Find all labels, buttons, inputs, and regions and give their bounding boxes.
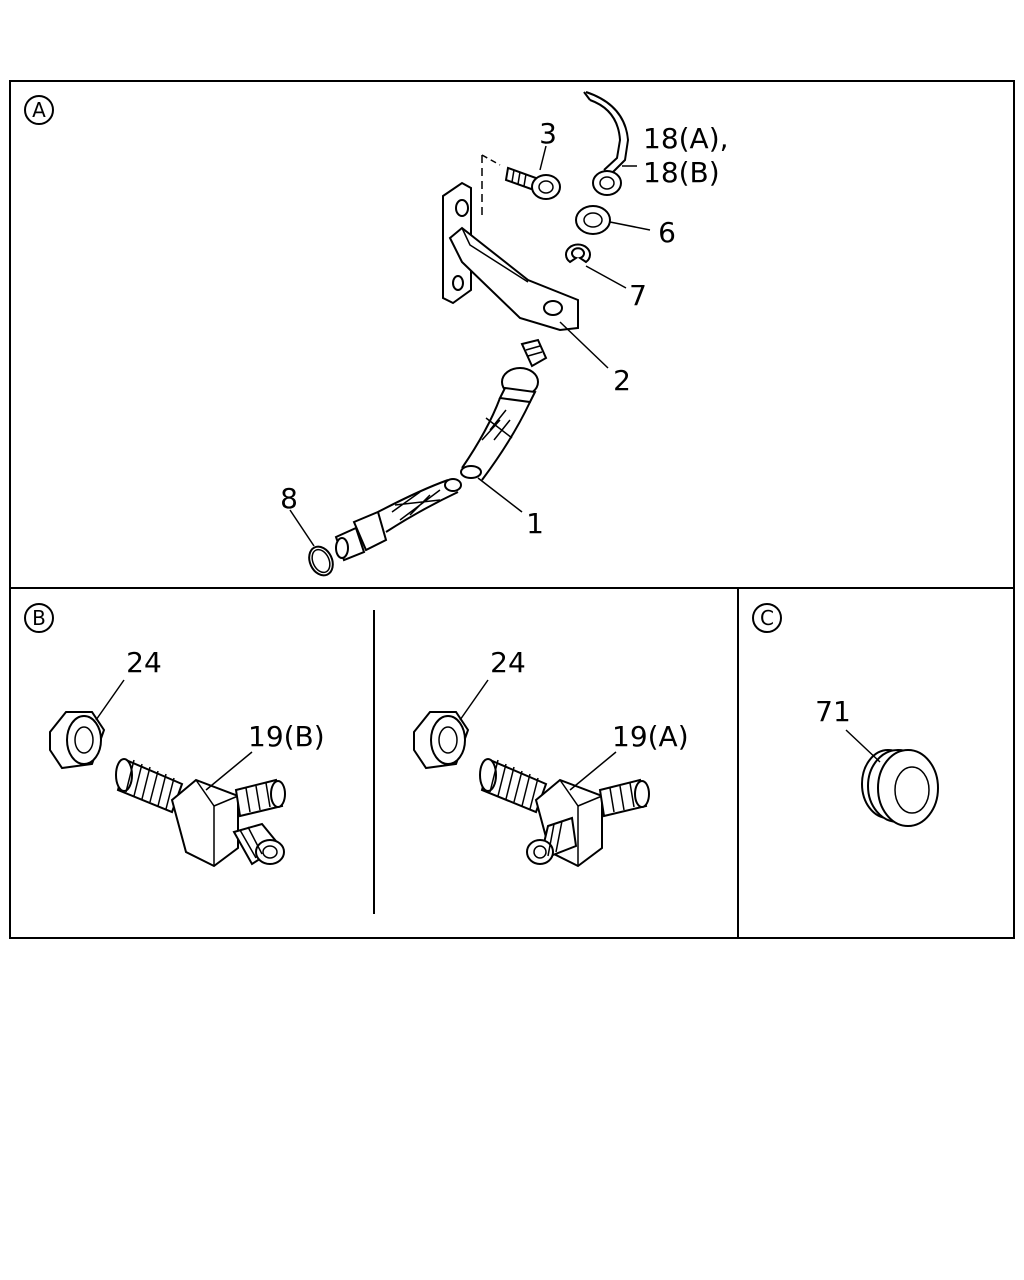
grommet-part-71 <box>861 749 939 827</box>
o-ring-part-8 <box>308 545 334 577</box>
callout-nut-6: 6 <box>658 216 676 249</box>
callout-tee-19a: 19(A) <box>612 720 689 753</box>
callout-bolt: 3 <box>539 117 557 150</box>
frame-section-a <box>9 80 1015 589</box>
svg-text:C: C <box>760 606 774 630</box>
bolt-part <box>481 154 561 218</box>
section-marker-b: B <box>24 603 54 633</box>
clip-part-7 <box>565 243 591 264</box>
hose-part-1 <box>334 338 548 562</box>
callout-o-ring: 8 <box>280 482 298 515</box>
callout-grommet-71: 71 <box>815 695 851 728</box>
leaders-section-c <box>845 729 881 763</box>
section-marker-a: A <box>24 95 54 125</box>
nut-part-24-left <box>49 711 106 770</box>
callout-hose: 1 <box>526 507 544 540</box>
svg-text:A: A <box>32 98 46 122</box>
svg-text:B: B <box>32 606 46 630</box>
callout-nut-24-left: 24 <box>126 646 162 679</box>
nut-part-6 <box>575 205 611 235</box>
callout-pipe-18b: 18(B) <box>643 156 720 189</box>
frame-section-c <box>737 587 1015 939</box>
leaders-section-a <box>289 145 651 547</box>
leaders-section-b-left <box>95 679 253 791</box>
callout-bracket: 2 <box>613 364 631 397</box>
callout-clip-7: 7 <box>629 279 647 312</box>
callout-nut-24-right: 24 <box>490 646 526 679</box>
bracket-part <box>442 181 579 332</box>
nut-part-24-right <box>413 711 470 770</box>
pipe-part-18 <box>583 91 630 196</box>
leaders-section-b-right <box>459 679 617 791</box>
callout-pipe-18a: 18(A), <box>643 122 729 155</box>
tee-fitting-19a <box>479 758 650 868</box>
tee-fitting-19b <box>115 758 286 868</box>
section-marker-c: C <box>752 603 782 633</box>
callout-tee-19b: 19(B) <box>248 720 325 753</box>
